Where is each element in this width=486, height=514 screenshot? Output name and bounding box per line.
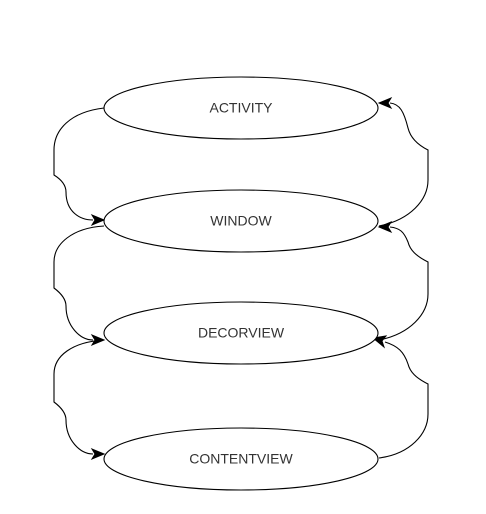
node-activity-label: ACTIVITY (209, 100, 273, 116)
node-window-label: WINDOW (210, 213, 272, 229)
node-activity: ACTIVITY (103, 76, 379, 140)
edge-decorview-to-window (378, 226, 429, 341)
edge-activity-to-window-arrow (90, 213, 106, 227)
node-decorview-label: DECORVIEW (198, 325, 285, 341)
node-window: WINDOW (103, 189, 379, 253)
edge-contentview-to-decorview (378, 341, 429, 459)
node-window-shape (103, 189, 379, 253)
node-activity-shape (103, 76, 379, 140)
node-contentview-shape (103, 427, 379, 491)
edge-decorview-to-contentview-arrow (90, 447, 106, 461)
edge-decorview-to-window-arrow (377, 220, 393, 234)
edge-window-to-decorview (53, 225, 105, 341)
edge-activity-to-window (53, 107, 105, 221)
edge-window-to-activity (378, 102, 429, 227)
edge-decorview-to-contentview (53, 339, 105, 455)
node-decorview: DECORVIEW (103, 301, 379, 365)
node-contentview: CONTENTVIEW (103, 427, 379, 491)
edges (53, 96, 429, 461)
edge-window-to-activity-arrow (377, 96, 393, 110)
node-contentview-label: CONTENTVIEW (189, 451, 293, 467)
node-decorview-shape (103, 301, 379, 365)
